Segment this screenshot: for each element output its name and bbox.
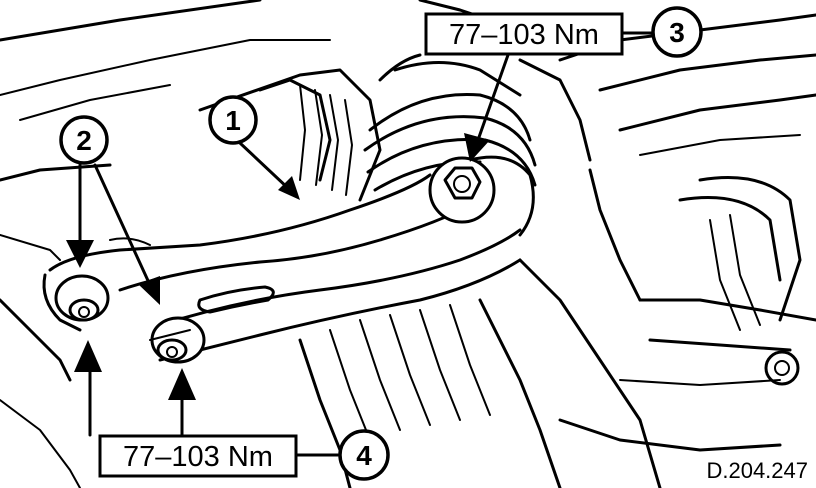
arrow-4b xyxy=(168,368,196,400)
arrow-2a xyxy=(66,240,94,268)
leaders xyxy=(66,31,654,457)
callout-3-label: 3 xyxy=(669,17,685,48)
torque-label-top: 77–103 Nm xyxy=(449,19,599,51)
torque-label-bottom: 77–103 Nm xyxy=(123,441,273,473)
arrow-3 xyxy=(464,133,490,162)
arrow-2b xyxy=(138,276,160,305)
callout-2: 2 xyxy=(59,115,109,165)
callout-1-label: 1 xyxy=(225,105,241,136)
bolt-right xyxy=(150,316,206,364)
arrow-1 xyxy=(278,176,300,200)
callout-1: 1 xyxy=(208,95,258,145)
arrow-4a xyxy=(74,340,102,372)
bolt-top xyxy=(428,156,496,224)
callout-2-label: 2 xyxy=(76,125,92,156)
callout-4-label: 4 xyxy=(356,440,372,471)
figure-id: D.204.247 xyxy=(706,458,808,483)
bolt-left xyxy=(54,274,110,322)
callout-3: 3 xyxy=(651,6,703,58)
torque-box-top: 77–103 Nm xyxy=(424,12,624,56)
callout-4: 4 xyxy=(338,429,390,481)
torque-box-bottom: 77–103 Nm xyxy=(98,434,298,478)
control-arm xyxy=(42,155,535,362)
